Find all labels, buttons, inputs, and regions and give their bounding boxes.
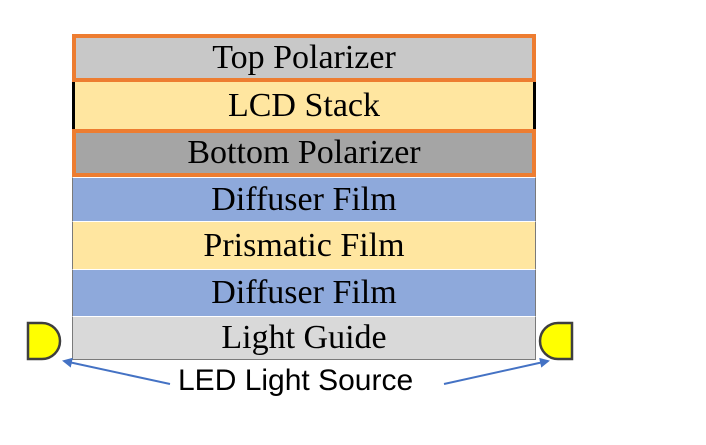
layer-label: Diffuser Film bbox=[211, 274, 397, 311]
layer-label: Light Guide bbox=[221, 319, 387, 356]
led-left-icon bbox=[26, 321, 62, 361]
layer-lcd-stack: LCD Stack bbox=[72, 82, 536, 129]
arrow-to-right-led bbox=[443, 357, 550, 385]
led-caption: LED Light Source bbox=[178, 364, 414, 397]
arrow-to-left-led bbox=[62, 357, 171, 385]
layer-diffuser-film-lower: Diffuser Film bbox=[72, 269, 536, 316]
layer-light-guide: Light Guide bbox=[72, 316, 536, 360]
layer-prismatic-film: Prismatic Film bbox=[72, 221, 536, 269]
layer-label: Diffuser Film bbox=[211, 180, 397, 218]
layer-label: Prismatic Film bbox=[203, 226, 405, 264]
layer-label: Top Polarizer bbox=[212, 39, 396, 76]
layer-top-polarizer: Top Polarizer bbox=[72, 34, 536, 82]
led-right-icon bbox=[538, 321, 574, 361]
layer-diffuser-film-upper: Diffuser Film bbox=[72, 177, 536, 221]
layer-label: LCD Stack bbox=[227, 86, 381, 124]
layer-label: Bottom Polarizer bbox=[187, 134, 421, 171]
layer-bottom-polarizer: Bottom Polarizer bbox=[72, 129, 536, 177]
